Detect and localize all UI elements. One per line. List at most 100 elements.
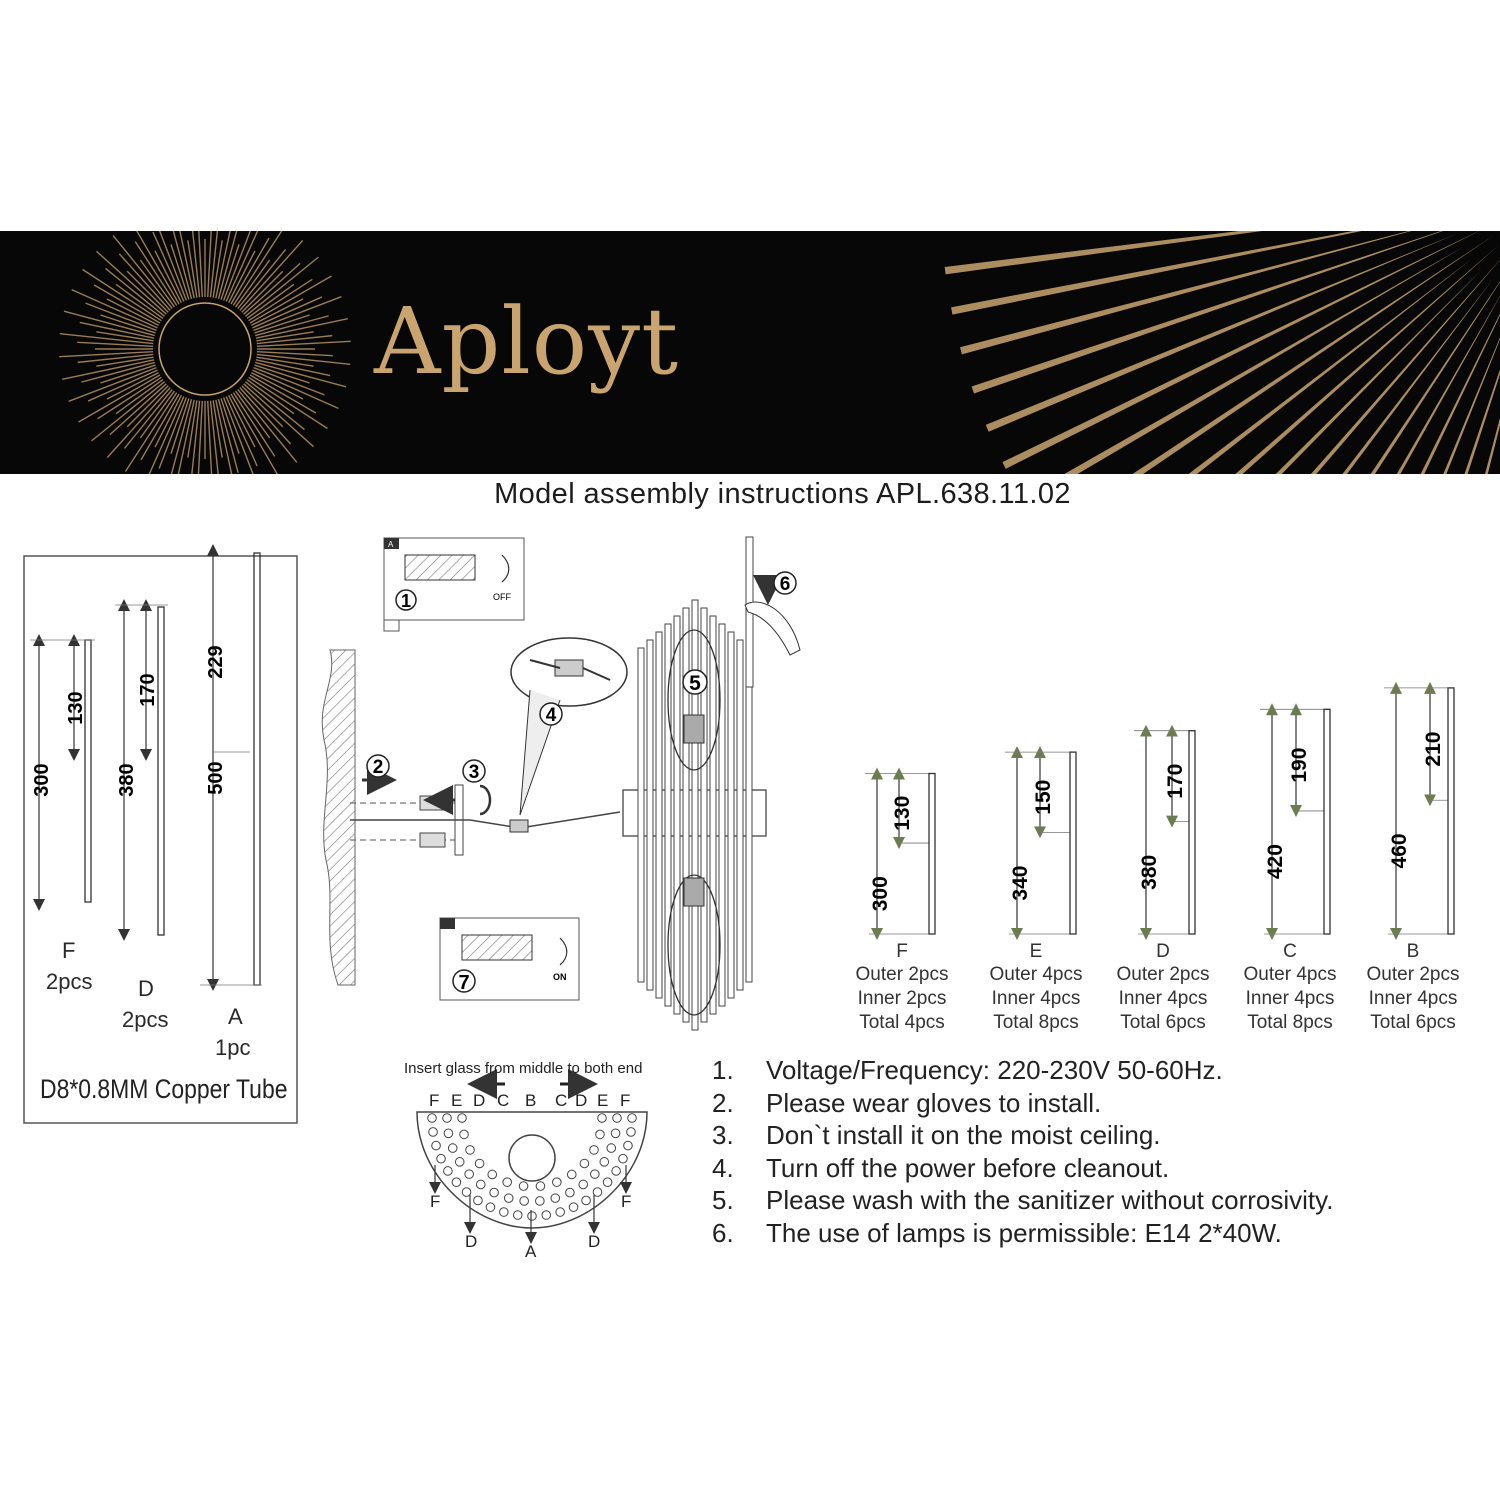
tube-a-upper: 229 (205, 645, 227, 678)
tubes-box-frame (23, 555, 298, 1124)
step-4-label: 4 (546, 705, 557, 726)
notes-list: 1.Voltage/Frequency: 220-230V 50-60Hz. 2… (712, 1054, 1333, 1249)
glass-hole (597, 1113, 607, 1123)
tube-d-total: 380 (116, 763, 138, 796)
part-inner: Inner 4pcs (991, 988, 1081, 1009)
glass-hole (451, 1177, 462, 1187)
insert-bottom-letter: F (430, 1192, 441, 1211)
glass-hole (626, 1127, 636, 1137)
note-item: 5.Please wash with the sanitizer without… (712, 1185, 1334, 1215)
glass-hole (428, 1127, 438, 1137)
mounting-screws (350, 765, 621, 856)
glass-hole (535, 1181, 546, 1191)
lamp-rod (691, 599, 699, 1031)
lamp-rod (682, 607, 690, 1023)
glass-tube (928, 772, 936, 935)
insert-top-letter: C (555, 1091, 568, 1110)
insert-bottom-letter: D (588, 1232, 601, 1251)
part-sum: Total 6pcs (1370, 1012, 1456, 1033)
part-inner: Inner 4pcs (1118, 988, 1208, 1009)
note-item: 2.Please wear gloves to install. (712, 1087, 1102, 1118)
glass-hole (611, 1166, 621, 1176)
lamp-rod (664, 623, 672, 1007)
lamp-rod (709, 615, 717, 1015)
note-item: 3.Don`t install it on the moist ceiling. (712, 1120, 1161, 1150)
step-3-label: 3 (469, 762, 480, 783)
part-total-label: 420 (1264, 844, 1287, 879)
lamp-body (622, 536, 801, 1031)
part-e-diagram: 340 150 (1005, 746, 1077, 940)
step-5-label: 5 (689, 672, 701, 695)
part-outer: Outer 4pcs (989, 964, 1083, 985)
part-letter: F (896, 941, 908, 962)
tube-a-letter: A (228, 1004, 243, 1029)
glass-hole (565, 1187, 575, 1198)
sunburst-decoration (59, 231, 1500, 474)
tube-d (115, 599, 168, 941)
connector-zoom (510, 637, 628, 816)
lamp-rod (646, 639, 654, 991)
glass-hole (535, 1196, 545, 1206)
tube-a (200, 544, 262, 991)
glass-hole (518, 1181, 529, 1191)
glass-hole (427, 1113, 437, 1123)
insert-top-letter: B (525, 1091, 537, 1110)
glass-hole (579, 1158, 590, 1169)
glass-hole (541, 1210, 552, 1220)
insert-bottom-letter: F (621, 1192, 632, 1211)
part-inner: Inner 4pcs (1245, 988, 1335, 1009)
lamp-rod (727, 631, 735, 999)
switch-off-label: OFF (493, 592, 511, 602)
glass-hole (465, 1145, 475, 1155)
brand-banner (0, 231, 1500, 474)
glass-hole (555, 1207, 565, 1217)
glass-hole (568, 1202, 579, 1212)
glass-hole (610, 1128, 621, 1139)
part-total-label: 340 (1009, 866, 1032, 901)
lamp-rod (637, 647, 645, 983)
tube-f-upper: 130 (65, 691, 87, 724)
insert-top-letter: F (429, 1091, 440, 1110)
glass-hole (612, 1113, 622, 1123)
lamp-rod (736, 639, 744, 991)
glass-hole (436, 1153, 446, 1164)
glass-hole (595, 1129, 605, 1140)
glass-hole (431, 1140, 441, 1151)
part-letter: C (1283, 941, 1297, 962)
glass-tube (1188, 730, 1196, 935)
glass-hole (499, 1207, 509, 1217)
glass-hole (590, 1169, 600, 1179)
glass-tube (1069, 751, 1077, 935)
glass-hole (519, 1196, 529, 1206)
page-title: Model assembly instructions APL.638.11.0… (494, 478, 1071, 510)
step-markers: 1 2 3 4 5 6 7 OFF ON A (366, 540, 797, 994)
part-sum: Total 6pcs (1120, 1012, 1206, 1033)
part-total-label: 460 (1388, 833, 1411, 868)
glass-hole (473, 1195, 483, 1206)
glass-hole (602, 1177, 613, 1187)
part-letter: B (1406, 941, 1420, 962)
glass-hole (527, 1211, 537, 1221)
insert-top-letter: C (497, 1091, 510, 1110)
insert-bottom-letter: D (465, 1232, 478, 1251)
part-upper-label: 150 (1032, 780, 1055, 815)
glass-hole (457, 1113, 467, 1123)
switch-off-box (383, 537, 525, 632)
insert-top-letter: D (575, 1091, 588, 1110)
part-letter: E (1029, 941, 1043, 962)
insert-order-diagram (416, 1069, 648, 1244)
lamp-rod (655, 631, 663, 999)
part-total-label: 300 (869, 876, 892, 911)
part-outer: Outer 2pcs (1366, 964, 1460, 985)
glass-hole (475, 1179, 486, 1190)
part-inner: Inner 2pcs (857, 988, 947, 1009)
step-1-label: 1 (401, 591, 411, 611)
tube-f-letter: F (62, 938, 76, 963)
